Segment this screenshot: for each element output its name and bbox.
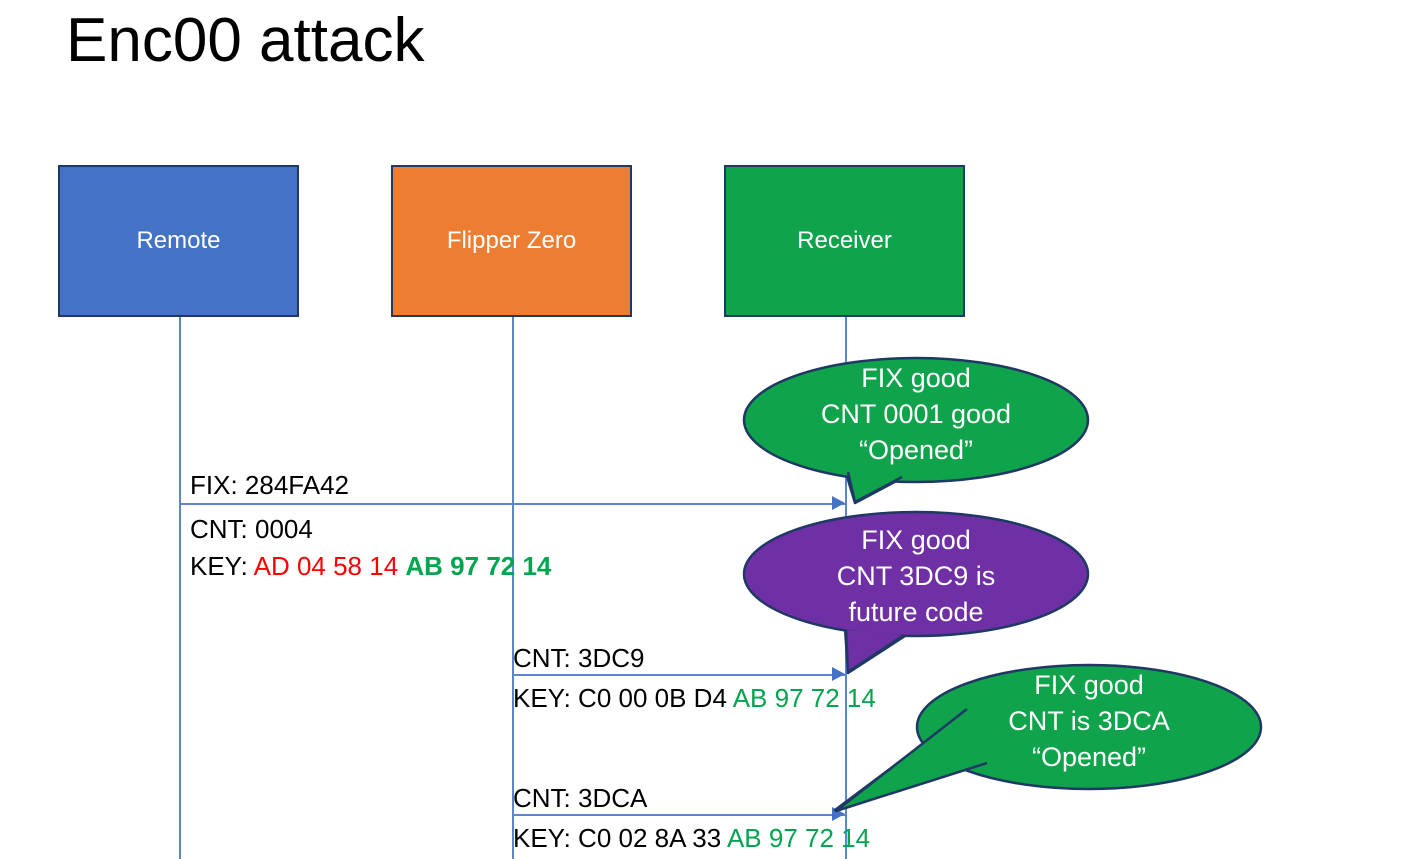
lane-label-remote: Remote: [136, 227, 221, 254]
message-2-key-second: AB 97 72 14: [732, 683, 876, 713]
message-1-fix-label: FIX: 284FA42: [190, 470, 349, 500]
message-1-cnt-label: CNT: 0004: [190, 514, 313, 544]
message-2-key-prefix: KEY: C0 00 0B D4: [513, 683, 733, 713]
message-2-cnt-label: CNT: 3DC9: [513, 643, 645, 673]
message-3-key-label: KEY: C0 02 8A 33 AB 97 72 14: [513, 821, 870, 855]
message-2-arrowhead: [832, 667, 845, 681]
speech-bubble-2-shape: [742, 510, 1090, 675]
speech-bubble-3-shape: [833, 663, 1263, 813]
message-3-cnt-label: CNT: 3DCA: [513, 783, 648, 813]
lifeline-flipper: [512, 317, 514, 859]
lane-box-flipper: Flipper Zero: [391, 165, 632, 317]
message-1-arrow-line: [180, 503, 845, 505]
lane-label-receiver: Receiver: [797, 227, 892, 254]
message-1-key-label: KEY: AD 04 58 14 AB 97 72 14: [190, 549, 551, 583]
message-1-key-first: AD 04 58 14: [253, 551, 399, 581]
speech-bubble-1: FIX good CNT 0001 good “Opened”: [742, 348, 1090, 508]
lifeline-remote: [179, 317, 181, 859]
message-1-key-second: AB 97 72 14: [405, 551, 552, 581]
message-2-key-label: KEY: C0 00 0B D4 AB 97 72 14: [513, 681, 876, 715]
message-1-key-prefix: KEY:: [190, 551, 254, 581]
speech-bubble-2: FIX good CNT 3DC9 is future code: [742, 508, 1090, 675]
message-3-arrow-line: [512, 814, 845, 816]
lane-label-flipper: Flipper Zero: [446, 227, 577, 254]
message-1-arrowhead: [832, 496, 845, 510]
speech-bubble-3: FIX good CNT is 3DCA “Opened”: [833, 655, 1263, 815]
speech-bubble-1-shape: [742, 356, 1090, 505]
page-title: Enc00 attack: [66, 6, 425, 75]
message-2-arrow-line: [512, 674, 845, 676]
message-3-key-second: AB 97 72 14: [726, 823, 871, 853]
lane-box-receiver: Receiver: [724, 165, 965, 317]
message-3-key-prefix: KEY: C0 02 8A 33: [513, 823, 727, 853]
lane-box-remote: Remote: [58, 165, 299, 317]
